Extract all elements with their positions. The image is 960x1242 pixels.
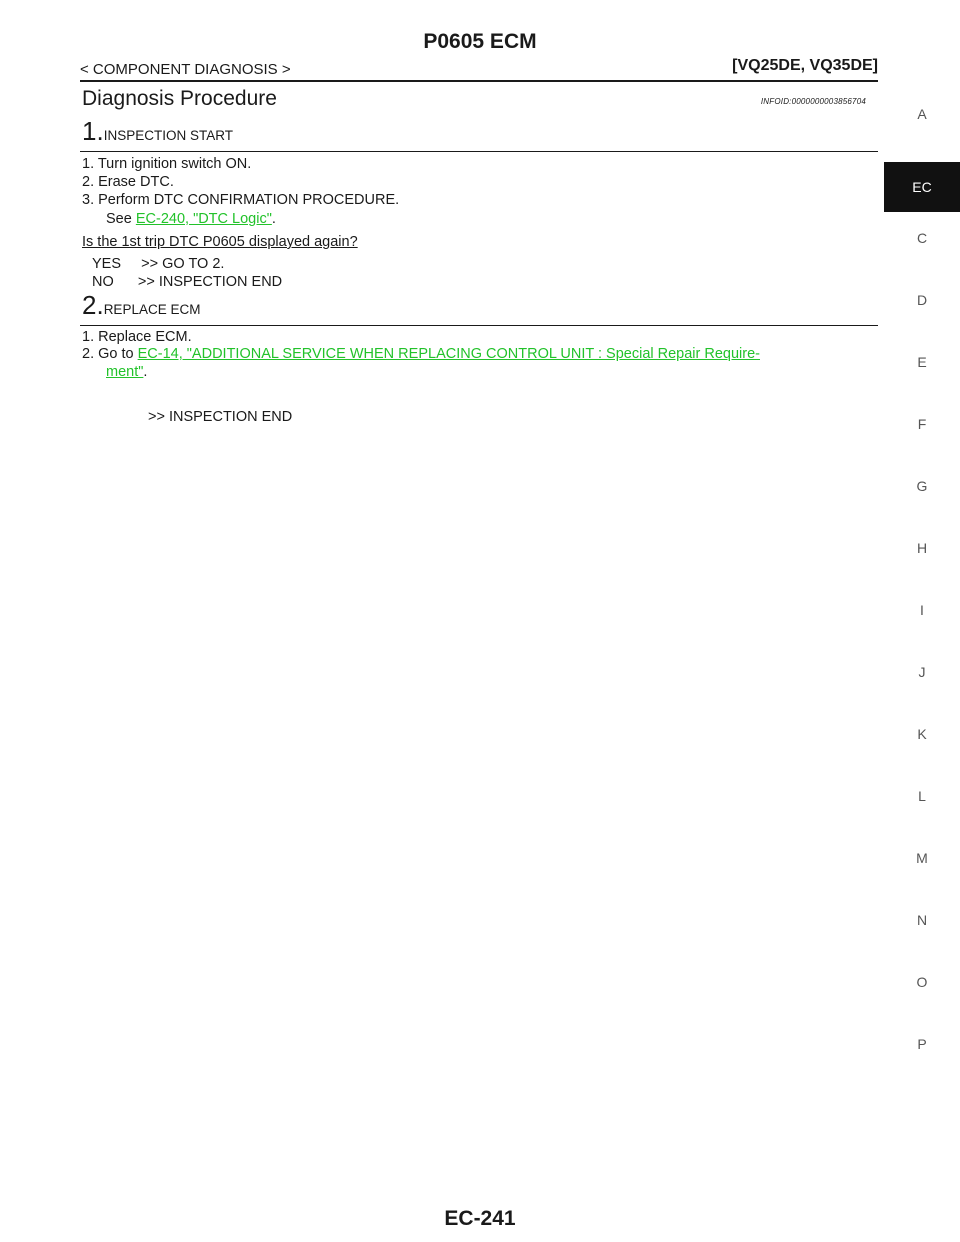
step-2-divider <box>80 325 878 326</box>
section-tab-o[interactable]: O <box>916 974 928 990</box>
step-2-item-1: 1. Replace ECM. <box>82 329 192 345</box>
header-divider <box>80 80 878 82</box>
step-1-heading: 1.INSPECTION START <box>82 116 233 147</box>
procedure-title: Diagnosis Procedure <box>82 87 277 110</box>
section-tab-g[interactable]: G <box>916 478 928 494</box>
step-2-title: REPLACE ECM <box>103 302 201 317</box>
additional-service-link[interactable]: EC-14, "ADDITIONAL SERVICE WHEN REPLACIN… <box>137 346 760 362</box>
section-name: < COMPONENT DIAGNOSIS > <box>80 61 291 78</box>
section-tab-m[interactable]: M <box>916 850 928 866</box>
step-2-item-2-continued: ment". <box>106 364 147 380</box>
section-tab-l[interactable]: L <box>918 788 926 804</box>
section-tab-i[interactable]: I <box>920 602 924 618</box>
step-1-number: 1. <box>82 116 104 146</box>
go-to-suffix: . <box>143 364 148 380</box>
section-tab-p[interactable]: P <box>917 1036 927 1052</box>
section-tab-k[interactable]: K <box>917 726 927 742</box>
step-2-number: 2. <box>82 290 104 320</box>
step-1-question: Is the 1st trip DTC P0605 displayed agai… <box>82 234 358 250</box>
step-1-title: INSPECTION START <box>103 128 233 143</box>
additional-service-link-continued[interactable]: ment" <box>106 364 144 380</box>
section-tab-d[interactable]: D <box>916 292 928 308</box>
page-title: P0605 ECM <box>423 30 537 53</box>
step-1-no-branch: NO >> INSPECTION END <box>92 274 283 290</box>
section-tab-h[interactable]: H <box>916 540 928 556</box>
section-tab-a[interactable]: A <box>917 106 927 122</box>
info-id: INFOID:0000000003856704 <box>760 97 866 106</box>
step-1-yes-branch: YES >> GO TO 2. <box>92 256 225 272</box>
step-2-item-2: 2. Go to EC-14, "ADDITIONAL SERVICE WHEN… <box>82 346 760 362</box>
section-tab-e[interactable]: E <box>917 354 927 370</box>
section-tab-j[interactable]: J <box>918 664 926 680</box>
step-1-divider <box>80 151 878 152</box>
go-to-prefix: 2. Go to <box>82 346 138 362</box>
step-2-result: >> INSPECTION END <box>148 409 293 425</box>
section-tab-f[interactable]: F <box>917 416 927 432</box>
step-1-item-1: 1. Turn ignition switch ON. <box>82 156 252 172</box>
section-tab-c[interactable]: C <box>916 230 928 246</box>
section-index-tabs: A EC C D E F G H I J K L M N O P <box>884 0 960 1242</box>
page-number: EC-241 <box>444 1207 516 1230</box>
step-2-heading: 2.REPLACE ECM <box>82 290 200 321</box>
step-1-item-2: 2. Erase DTC. <box>82 174 174 190</box>
section-tab-ec[interactable]: EC <box>884 162 960 212</box>
engine-model: [VQ25DE, VQ35DE] <box>732 57 878 74</box>
section-tab-n[interactable]: N <box>916 912 928 928</box>
step-1-see-line: See EC-240, "DTC Logic". <box>106 211 276 227</box>
see-prefix: See <box>106 211 136 227</box>
dtc-logic-link[interactable]: EC-240, "DTC Logic" <box>135 211 272 227</box>
step-1-item-3: 3. Perform DTC CONFIRMATION PROCEDURE. <box>82 192 400 208</box>
see-suffix: . <box>271 211 276 227</box>
